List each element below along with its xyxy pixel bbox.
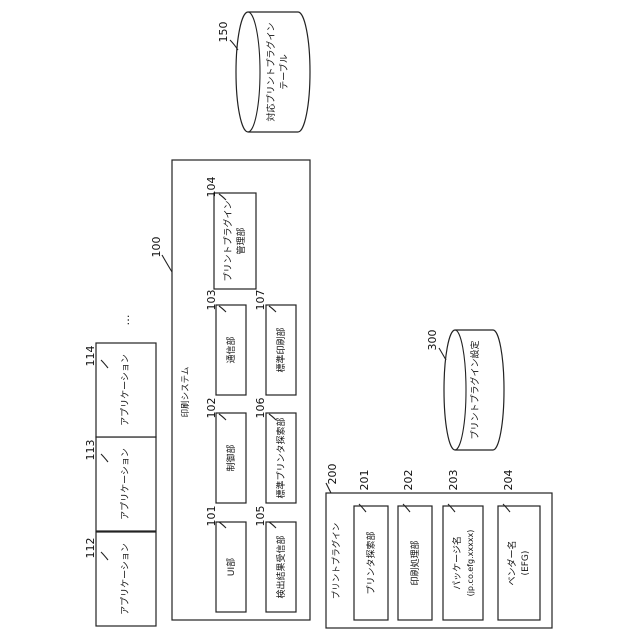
component-104: プリントプラグイン 管理部 bbox=[214, 193, 256, 289]
component-103: 通信部 bbox=[216, 305, 246, 395]
apps-ellipsis: … bbox=[119, 315, 132, 326]
settings-300-cylinder: プリントプラグイン設定 bbox=[444, 330, 504, 450]
ref-number-113: 113 bbox=[84, 440, 97, 461]
component-102: 制御部 bbox=[216, 413, 246, 503]
ref-300: 300 bbox=[426, 330, 446, 361]
table-150-line2: テーブル bbox=[278, 54, 290, 89]
plugin-component-202: 印刷処理部 bbox=[398, 506, 432, 620]
component-106: 標準プリンタ探索部 bbox=[266, 413, 296, 503]
component-label-104-line2: 管理部 bbox=[235, 227, 247, 254]
ref-number-104: 104 bbox=[205, 177, 218, 198]
plugin-label-204-line1: ベンダー名 bbox=[506, 540, 518, 585]
ref-number-150: 150 bbox=[217, 22, 230, 43]
ref-number-200: 200 bbox=[326, 464, 339, 485]
component-105: 検出結果受信部 bbox=[266, 522, 296, 612]
plugin-component-204: ベンダー名 (EFG) bbox=[498, 506, 540, 620]
app-box-113: アプリケーション bbox=[96, 437, 156, 531]
ref-150: 150 bbox=[217, 22, 238, 51]
component-label-103: 通信部 bbox=[225, 336, 237, 363]
app-label-113: アプリケーション bbox=[120, 448, 131, 520]
component-101: UI部 bbox=[216, 522, 246, 612]
ref-number-105: 105 bbox=[254, 506, 267, 527]
ref-number-202: 202 bbox=[402, 470, 415, 491]
plugin-label-203-line2: (jp.co.efg.xxxxx) bbox=[466, 530, 475, 597]
ref-number-203: 203 bbox=[447, 470, 460, 491]
ref-number-112: 112 bbox=[84, 538, 97, 559]
ref-number-201: 201 bbox=[358, 470, 371, 491]
ref-number-100: 100 bbox=[150, 237, 163, 258]
ref-number-102: 102 bbox=[205, 398, 218, 419]
app-box-112: アプリケーション bbox=[96, 532, 156, 626]
app-label-112: アプリケーション bbox=[120, 543, 131, 615]
ref-number-101: 101 bbox=[205, 506, 218, 527]
ref-number-107: 107 bbox=[254, 290, 267, 311]
component-label-107: 標準印刷部 bbox=[275, 327, 287, 372]
ref-number-106: 106 bbox=[254, 398, 267, 419]
table-150-cylinder: 対応プリントプラグイン テーブル bbox=[236, 12, 310, 132]
ref-100: 100 bbox=[150, 237, 172, 273]
settings-300-label: プリントプラグイン設定 bbox=[469, 340, 481, 439]
plugin-label-201: プリンタ探索部 bbox=[365, 531, 377, 594]
ref-number-204: 204 bbox=[502, 470, 515, 491]
component-label-105: 検出結果受信部 bbox=[275, 535, 287, 598]
plugin-component-201: プリンタ探索部 bbox=[354, 506, 388, 620]
ref-200: 200 bbox=[326, 464, 339, 494]
component-label-104-line1: プリントプラグイン bbox=[222, 200, 234, 281]
plugin-label-202: 印刷処理部 bbox=[409, 540, 421, 585]
component-label-106: 標準プリンタ探索部 bbox=[275, 417, 287, 498]
plugin-label-204-line2: (EFG) bbox=[521, 551, 531, 576]
component-label-102: 制御部 bbox=[225, 444, 237, 471]
app-label-114: アプリケーション bbox=[120, 354, 131, 426]
component-107: 標準印刷部 bbox=[266, 305, 296, 395]
plugin-title: プリントプラグイン bbox=[331, 523, 342, 600]
component-label-101: UI部 bbox=[225, 558, 237, 576]
ref-number-103: 103 bbox=[205, 290, 218, 311]
ref-number-300: 300 bbox=[426, 330, 439, 351]
print-system-title: 印刷システム bbox=[180, 367, 191, 418]
ref-number-114: 114 bbox=[84, 346, 97, 367]
plugin-component-203: パッケージ名 (jp.co.efg.xxxxx) bbox=[443, 506, 483, 620]
plugin-label-203-line1: パッケージ名 bbox=[451, 536, 463, 590]
table-150-line1: 対応プリントプラグイン bbox=[265, 22, 277, 121]
app-box-114: アプリケーション bbox=[96, 343, 156, 437]
